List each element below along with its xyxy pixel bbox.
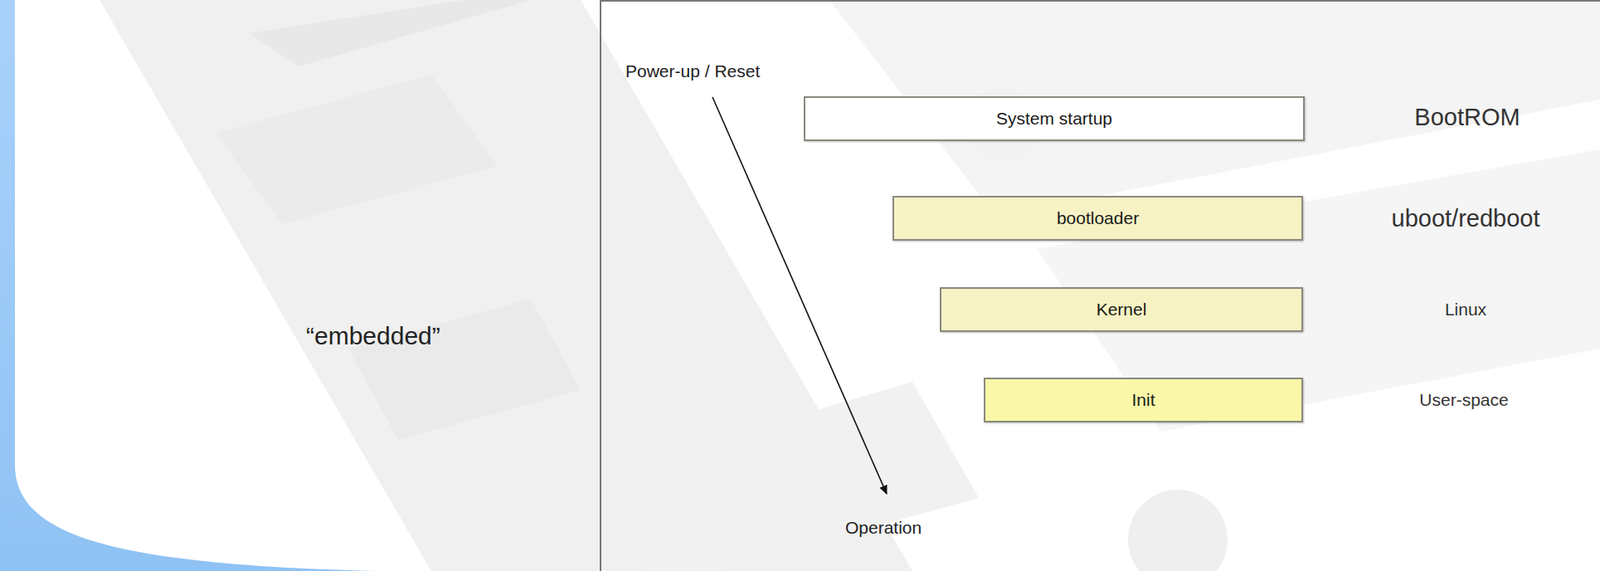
stage-name: User-space xyxy=(1419,389,1508,410)
stage-title: Init xyxy=(1121,389,1165,410)
stage-box: bootloader xyxy=(892,195,1304,241)
slide-frame xyxy=(0,0,378,571)
stage-box: Init xyxy=(983,377,1304,423)
circuit-board-photo xyxy=(99,0,1600,571)
stage-box: Kernel xyxy=(939,286,1304,332)
diagram-panel xyxy=(600,0,1600,571)
stage-title: bootloader xyxy=(1046,208,1149,229)
slide-heading: “embedded” xyxy=(306,321,441,351)
stage-name: Linux xyxy=(1444,299,1487,320)
end-label: Operation xyxy=(845,517,922,538)
stage-title: System startup xyxy=(986,108,1123,129)
start-label: Power-up / Reset xyxy=(625,61,760,82)
time-arrow xyxy=(712,97,887,494)
stage-name: uboot/redboot xyxy=(1391,204,1541,233)
stage-name: BootROM xyxy=(1414,103,1520,132)
stage-title: Kernel xyxy=(1086,299,1158,320)
stage-box: System startup xyxy=(803,96,1305,142)
